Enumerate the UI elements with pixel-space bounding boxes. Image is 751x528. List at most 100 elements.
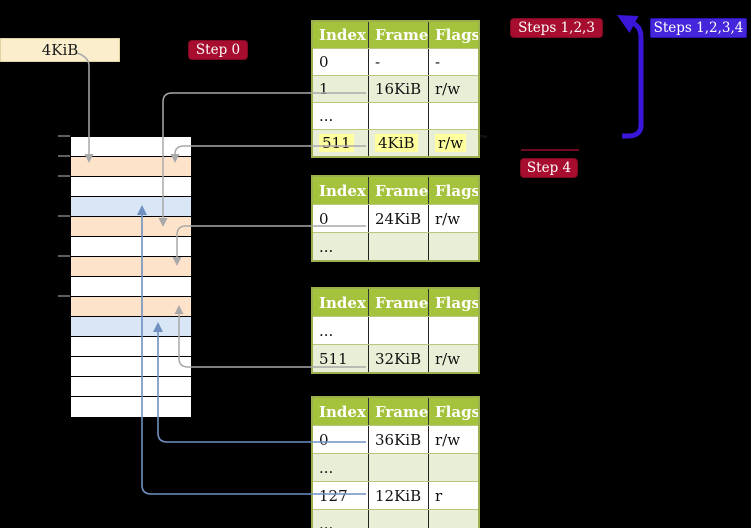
index-cell: 0 <box>313 205 368 232</box>
cell-text: 1 <box>319 80 329 98</box>
column-header: Frame <box>368 22 428 48</box>
table-row: 1 16KiB r/w <box>313 75 478 102</box>
cell-text: r/w <box>435 430 461 449</box>
cell-text: 127 <box>319 486 348 505</box>
cell-text: ... <box>319 321 334 340</box>
address-tick <box>58 255 70 257</box>
flags-cell <box>428 233 478 260</box>
cell-text: ... <box>319 514 334 528</box>
frame-size-label: 4KiB <box>0 38 120 62</box>
table-row: ... <box>313 232 478 260</box>
cell-text: 0 <box>319 430 329 449</box>
column-header: Flags <box>428 289 478 316</box>
memory-row <box>71 157 191 177</box>
flags-cell: r/w <box>428 205 478 232</box>
frame-cell <box>368 103 428 129</box>
cell-text: r/w <box>435 80 461 98</box>
index-cell: 1 <box>313 76 368 102</box>
table-row: ... <box>313 102 478 129</box>
flags-cell <box>428 103 478 129</box>
index-cell: 511 <box>313 130 368 156</box>
column-header: Index <box>319 181 366 200</box>
memory-row <box>71 397 191 417</box>
column-header: Index <box>319 293 366 312</box>
index-cell: ... <box>313 454 368 481</box>
column-header: Flags <box>428 177 478 204</box>
flags-cell: r/w <box>428 426 478 453</box>
cell-text: 0 <box>319 53 329 71</box>
step4-badge-top-edge <box>521 149 579 151</box>
memory-row <box>71 177 191 197</box>
column-header: Frame <box>368 177 428 204</box>
frame-cell: 12KiB <box>368 482 428 509</box>
frame-cell <box>368 317 428 344</box>
address-tick <box>58 175 70 177</box>
address-tick <box>58 135 70 137</box>
frame-cell: 4KiB <box>368 130 428 156</box>
cell-text: 0 <box>319 209 329 228</box>
index-cell: 127 <box>313 482 368 509</box>
flags-cell: r/w <box>428 76 478 102</box>
address-tick <box>58 295 70 297</box>
cell-text: 511 <box>319 134 354 152</box>
memory-row <box>71 297 191 317</box>
memory-row <box>71 137 191 157</box>
table1-entry511-right-tick <box>479 134 488 139</box>
memory-row <box>71 217 191 237</box>
cell-text: ... <box>319 237 334 256</box>
flags-cell: r/w <box>428 130 478 156</box>
flags-cell <box>428 454 478 481</box>
cell-text: - <box>375 53 381 71</box>
memory-row <box>71 277 191 297</box>
column-header: Frame <box>368 398 428 425</box>
recursive-loop-arrow <box>622 21 644 139</box>
step4-badge: Step 4 <box>520 158 578 178</box>
memory-row <box>71 357 191 377</box>
cell-text: - <box>435 53 441 71</box>
column-header: Flags <box>428 398 478 425</box>
frame-cell: 16KiB <box>368 76 428 102</box>
frame-cell: 32KiB <box>368 345 428 372</box>
memory-row <box>71 237 191 257</box>
cell-text: 12KiB <box>375 486 422 505</box>
step0-badge: Step 0 <box>188 40 248 60</box>
cell-text: r <box>435 486 443 505</box>
memory-row <box>71 197 191 217</box>
memory-row <box>71 337 191 357</box>
column-header: Frame <box>368 289 428 316</box>
memory-row <box>71 377 191 397</box>
table-row: 0 - - <box>313 48 478 75</box>
index-cell: 0 <box>313 49 368 75</box>
flags-cell <box>428 317 478 344</box>
memory-row <box>71 317 191 337</box>
frame-cell: - <box>368 49 428 75</box>
column-header: Index <box>319 402 366 421</box>
frame-cell <box>368 510 428 528</box>
table-row: ... <box>313 453 478 481</box>
cell-text: 32KiB <box>375 349 422 368</box>
frame-cell: 24KiB <box>368 205 428 232</box>
steps1234-badge: Steps 1,2,3,4 <box>650 18 747 38</box>
memory-row <box>71 257 191 277</box>
cell-text: r/w <box>435 349 461 368</box>
column-header: Index <box>319 26 366 44</box>
recursive-loop-arrowhead-icon <box>617 15 639 33</box>
frame-cell <box>368 233 428 260</box>
flags-cell <box>428 510 478 528</box>
cell-text: 24KiB <box>375 209 422 228</box>
column-header: Flags <box>428 22 478 48</box>
cell-text: r/w <box>435 134 467 152</box>
table-row: ... <box>313 316 478 344</box>
index-cell: ... <box>313 233 368 260</box>
address-tick <box>58 155 70 157</box>
index-cell: ... <box>313 510 368 528</box>
flags-cell: - <box>428 49 478 75</box>
